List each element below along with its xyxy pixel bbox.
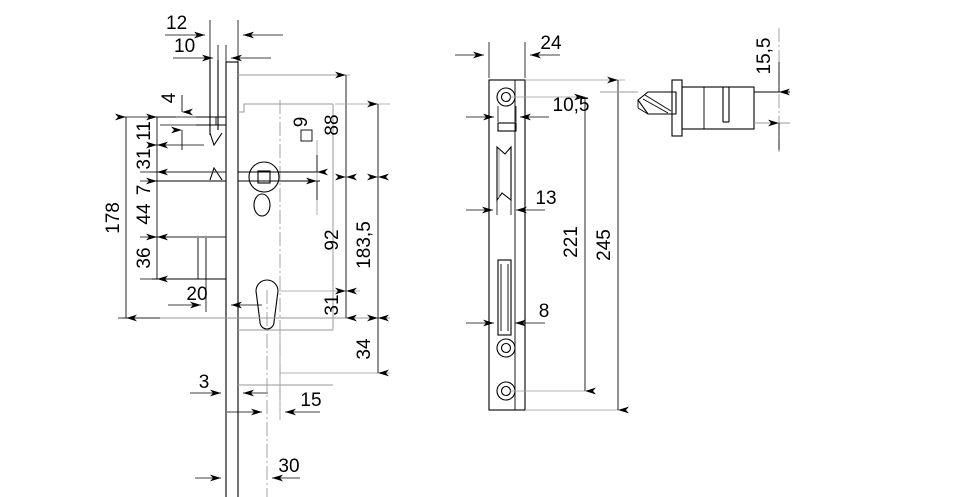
latch-shank [681,86,755,130]
dim-label-36: 36 [134,247,155,268]
latch-bolt-lines [150,171,320,182]
square-symbol-icon [300,129,313,142]
dim-88: 88 [240,71,357,181]
dim-15-5: 15,5 [754,28,790,155]
dim-92: 92 [278,173,360,295]
dim-label-15: 15 [300,390,321,411]
side-section-view: 12 10 178 4 11 [103,13,390,497]
faceplate-strip [225,61,239,497]
dim-label-178: 178 [103,202,124,234]
dim-label-92: 92 [322,229,343,250]
screw-hole-middle [496,338,516,358]
small-slot-aperture [497,122,517,132]
dim-12: 12 [165,13,283,62]
dim-20: 20 [168,279,262,312]
dim-34: 34 [280,314,390,377]
dim-label-8: 8 [539,301,550,322]
dim-15: 15 [227,330,322,420]
dim-label-31: 31 [134,148,155,169]
dim-label-34: 34 [354,338,375,360]
dim-44: 44 [134,177,168,241]
dim-245: 245 [525,76,629,414]
euro-cylinder-cutout [255,279,279,330]
dim-10-5: 10,5 [466,95,589,122]
dim-label-31-right: 31 [322,294,343,315]
dim-24: 24 [455,33,562,78]
dim-31: 31 [134,141,226,176]
deadbolt-body [152,236,226,280]
latch-detail-view: 15,5 [600,28,790,155]
dim-label-3: 3 [199,372,210,393]
dim-7: 7 [134,172,226,195]
spindle-follower [248,161,280,217]
latch-notch-shapes [209,130,223,181]
dim-label-245: 245 [594,229,615,261]
dim-30: 30 [195,456,300,482]
dim-label-12: 12 [166,13,187,34]
dim-label-15-5: 15,5 [754,38,775,75]
dim-label-10-5: 10,5 [553,95,590,116]
top-tongue-bolt [196,60,226,130]
latch-aperture [496,145,512,202]
deadbolt-aperture [497,259,512,336]
dim-11: 11 [134,113,204,149]
dim-178: 178 [103,113,160,322]
dim-183-5: 183,5 [335,100,390,322]
faceplate-outline [488,79,526,411]
dim-label-square-9: 9 [291,117,312,128]
dim-square-9: 9 [291,117,328,215]
dim-label-10: 10 [174,36,195,57]
dim-label-13: 13 [535,188,556,209]
dim-36: 36 [134,233,226,283]
dim-label-88: 88 [322,114,343,135]
dim-4: 4 [159,92,222,150]
dim-31-right: 31 [322,287,357,322]
dim-221: 221 [510,93,596,395]
dim-label-221: 221 [561,226,582,258]
latch-collar [671,79,683,137]
latch-nose [637,91,677,115]
dim-label-24: 24 [540,33,562,54]
faceplate-front-view: 24 10,5 13 8 [455,33,629,414]
dim-label-11: 11 [134,121,155,141]
dim-10: 10 [173,36,271,62]
dim-8: 8 [466,301,549,335]
dim-label-183-5: 183,5 [354,221,375,269]
dim-label-4: 4 [159,92,180,103]
dim-13: 13 [466,188,557,215]
dim-label-30: 30 [278,456,299,477]
spindle-screw-hole [253,193,271,217]
dim-label-20: 20 [186,284,207,305]
dim-label-7: 7 [134,185,155,196]
dim-label-44: 44 [134,203,155,225]
dim-3: 3 [190,372,268,397]
